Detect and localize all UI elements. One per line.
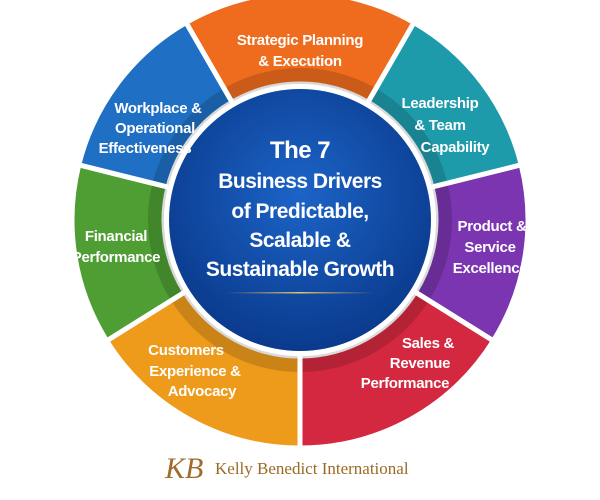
segment-inner-band: [226, 67, 374, 102]
segment-label-line: Customers: [148, 342, 224, 359]
segment-label-line: Workplace &: [114, 100, 202, 117]
segment-inner-band: [153, 89, 230, 185]
segment-label-line: & Execution: [258, 53, 342, 70]
segment-label-strategic: Strategic Planning & Execution: [237, 32, 364, 70]
segment-label-leadership: Leadership & Team Capability: [401, 95, 490, 156]
segment-label-line: Leadership: [401, 95, 478, 112]
kb-monogram: KB: [164, 452, 203, 485]
segment-label-line: Product &: [458, 218, 527, 235]
segment-inner-band: [148, 185, 184, 299]
segment-label-line: Revenue: [390, 355, 450, 372]
segment-label-line: Financial: [85, 228, 147, 245]
segment-label-line: Strategic Planning: [237, 32, 363, 49]
center-circle: [169, 89, 431, 351]
segment-label-line: Operational: [115, 120, 195, 137]
segment-label-financial: Financial Performance: [72, 228, 161, 266]
segment-label-line: Sales &: [402, 335, 455, 352]
segment-label-line: Experience &: [149, 363, 241, 380]
center-title-line: Sustainable Growth: [206, 258, 394, 281]
segment-label-line: Advocacy: [168, 383, 237, 400]
segment-label-line: & Team: [414, 117, 465, 134]
segment-inner-band: [370, 89, 447, 185]
center-title-line: of Predictable,: [231, 200, 368, 223]
segment-label-workplace: Workplace & Operational Effectiveness: [99, 100, 203, 157]
segment-label-sales: Sales & Revenue Performance: [361, 335, 455, 392]
segment-label-line: Excellence: [453, 260, 528, 277]
segment-label-line: Performance: [72, 249, 160, 266]
center-title-line: Scalable &: [249, 229, 351, 252]
center-title-line: Business Drivers: [218, 170, 382, 193]
segment-label-line: Effectiveness: [99, 140, 192, 157]
center-title: The 7 Business Drivers of Predictable, S…: [206, 137, 395, 294]
company-logo: KB Kelly Benedict International: [164, 452, 409, 485]
segment-label-line: Performance: [361, 375, 449, 392]
segment-inner-band: [416, 185, 452, 299]
segment-label-line: Service: [464, 239, 515, 256]
gold-divider: [225, 292, 375, 294]
segment-inner-band: [172, 294, 298, 372]
segment-label-product: Product & Service Excellence: [453, 218, 528, 277]
segment-inner-band: [302, 294, 428, 372]
segment-label-customers: Customers Experience & Advocacy: [148, 342, 241, 400]
company-name: Kelly Benedict International: [215, 459, 409, 478]
segment-label-line: Capability: [421, 139, 491, 156]
center-title-line: The 7: [270, 137, 330, 164]
